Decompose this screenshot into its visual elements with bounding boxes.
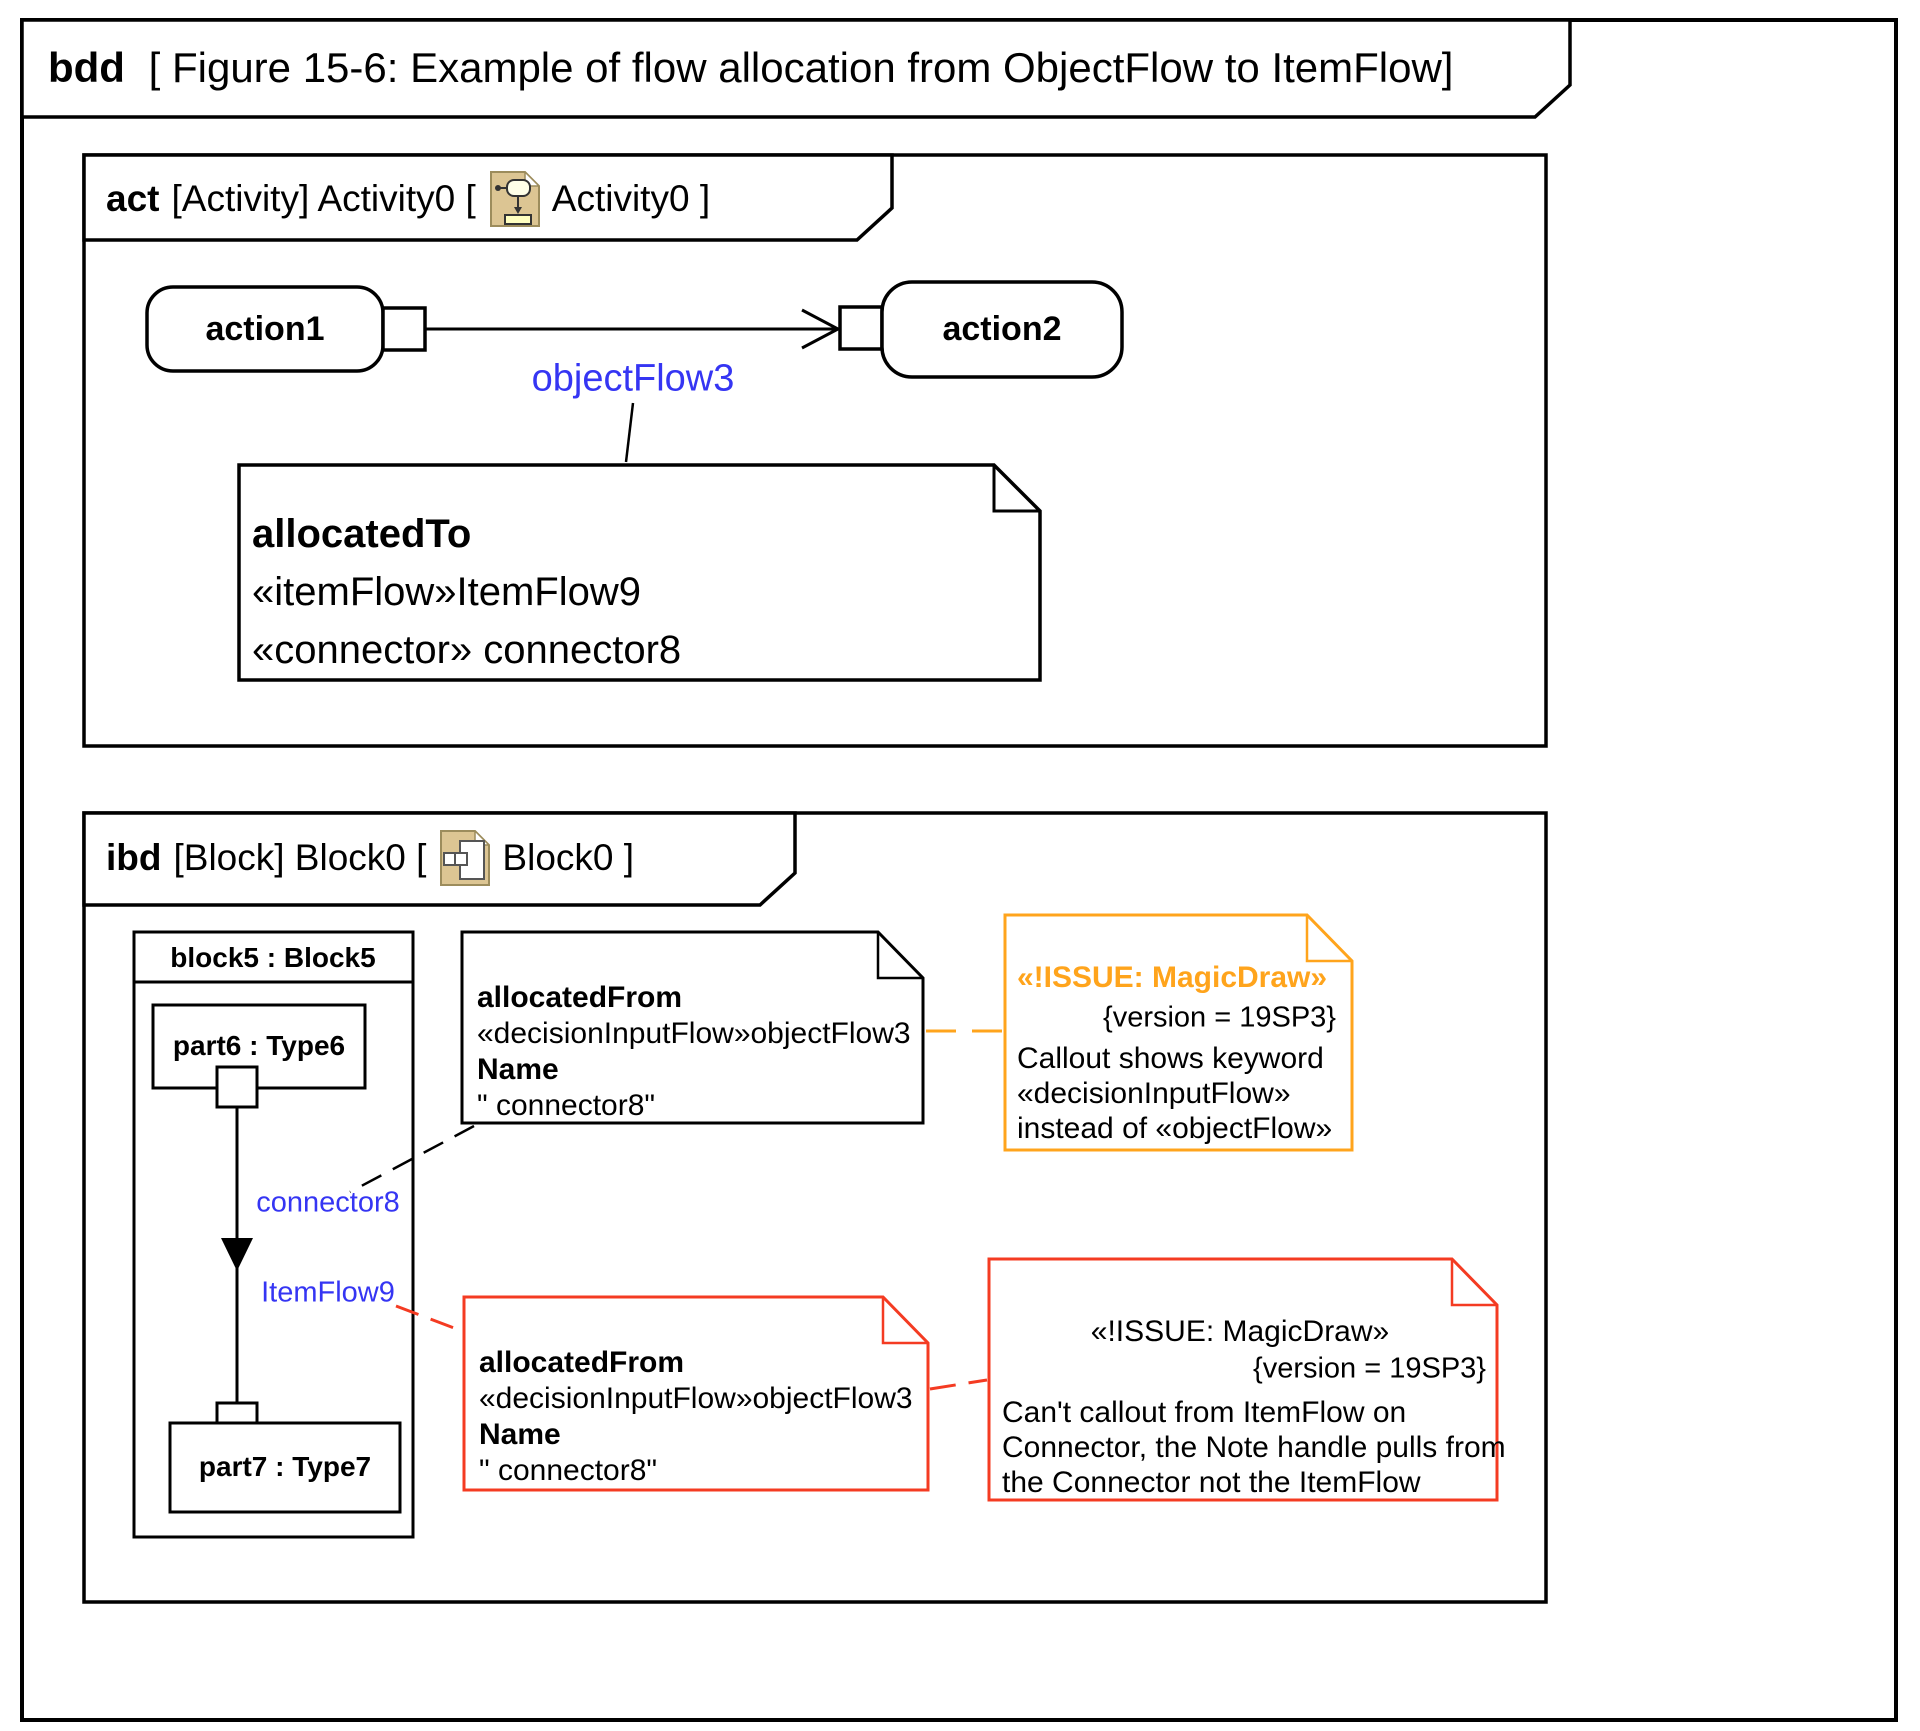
- ibd-title-prefix: [Block] Block0 [: [173, 837, 427, 878]
- allocated-to-note-text[interactable]: allocatedTo «itemFlow»ItemFlow9 «connect…: [252, 505, 681, 679]
- allocated-from-note-bottom[interactable]: [462, 1295, 930, 1492]
- objectflow3-label[interactable]: objectFlow3: [531, 357, 735, 400]
- ibd-title-suffix: Block0 ]: [502, 837, 635, 878]
- issue-red-body-line2: Connector, the Note handle pulls from: [1002, 1431, 1506, 1464]
- allocated-to-line2: «connector» connector8: [252, 628, 682, 672]
- issue-orange-body-line3: instead of «objectFlow»: [1017, 1112, 1333, 1145]
- issue-note-red-dogear: [1450, 1259, 1497, 1307]
- part6-port[interactable]: [215, 1065, 259, 1109]
- allocated-to-note[interactable]: [237, 463, 1042, 682]
- callout-line-connector8: [349, 1124, 475, 1194]
- issue-note-red[interactable]: [987, 1257, 1499, 1502]
- diagram-title-text: [ Figure 15-6: Example of flow allocatio…: [148, 44, 1454, 91]
- ibd-keyword: ibd: [106, 837, 162, 878]
- callout-line-itemflow: [395, 1304, 463, 1333]
- allocated-from-note-top[interactable]: [460, 930, 925, 1125]
- allocated-from-top-text[interactable]: allocatedFrom «decisionInputFlow»objectF…: [477, 980, 911, 1124]
- ibd-frame-title: ibd [Block] Block0 [ Block0 ]: [106, 815, 634, 901]
- block5-label[interactable]: block5 : Block5: [170, 942, 376, 973]
- allocated-from-bottom-heading: allocatedFrom: [479, 1346, 685, 1379]
- allocated-to-line1: «itemFlow»ItemFlow9: [252, 570, 642, 614]
- callout-line-red: [929, 1378, 988, 1391]
- block-diagram-icon: [440, 830, 491, 886]
- allocated-from-bottom-line1: «decisionInputFlow»objectFlow3: [479, 1382, 913, 1415]
- object-flow-arrowhead: [801, 308, 842, 350]
- issue-orange-body[interactable]: Callout shows keyword «decisionInputFlow…: [1017, 1041, 1332, 1146]
- act-frame-title: act [Activity] Activity0 [ Activity0 ]: [106, 157, 710, 240]
- act-keyword: act: [106, 177, 160, 219]
- issue-note-orange[interactable]: [1003, 913, 1354, 1152]
- part6-label[interactable]: part6 : Type6: [172, 1030, 346, 1061]
- diagram-kind-keyword: bdd: [48, 44, 125, 91]
- part7-node[interactable]: [168, 1421, 402, 1514]
- issue-orange-version: {version = 19SP3}: [1103, 1001, 1336, 1034]
- part6-node[interactable]: [151, 1003, 367, 1090]
- allocated-from-note-bottom-dogear: [881, 1297, 928, 1345]
- allocated-from-top-name-heading: Name: [477, 1053, 559, 1086]
- action2-label[interactable]: action2: [942, 310, 1062, 348]
- allocated-from-note-top-dogear: [876, 932, 923, 980]
- issue-note-orange-dogear: [1305, 915, 1352, 963]
- issue-red-title: «!ISSUE: MagicDraw»: [1090, 1315, 1390, 1348]
- ibd-frame-tab: [82, 811, 797, 907]
- issue-red-body-line1: Can't callout from ItemFlow on: [1002, 1396, 1407, 1429]
- issue-orange-body-line1: Callout shows keyword: [1017, 1042, 1324, 1075]
- itemflow-arrowhead: [221, 1238, 253, 1271]
- activity-diagram-icon: [489, 170, 540, 227]
- diagram-title: bdd [ Figure 15-6: Example of flow alloc…: [48, 40, 1453, 96]
- allocated-from-bottom-name-heading: Name: [479, 1418, 561, 1451]
- action1-output-pin[interactable]: [381, 306, 427, 352]
- allocated-from-top-line1: «decisionInputFlow»objectFlow3: [477, 1017, 911, 1050]
- allocated-to-heading: allocatedTo: [252, 512, 472, 556]
- issue-orange-title: «!ISSUE: MagicDraw»: [1016, 961, 1328, 994]
- connector8-label[interactable]: connector8: [256, 1186, 400, 1219]
- action2-input-pin[interactable]: [838, 305, 884, 351]
- issue-red-body-line3: the Connector not the ItemFlow: [1002, 1466, 1421, 1499]
- allocated-from-bottom-name-value: " connector8": [479, 1454, 658, 1487]
- bdd-frame-tab: [20, 18, 1572, 119]
- issue-red-version: {version = 19SP3}: [1253, 1352, 1486, 1385]
- action1-label[interactable]: action1: [205, 309, 325, 348]
- issue-orange-body-line2: «decisionInputFlow»: [1017, 1077, 1291, 1110]
- allocated-from-top-heading: allocatedFrom: [477, 981, 683, 1014]
- issue-red-body[interactable]: Can't callout from ItemFlow on Connector…: [1002, 1395, 1506, 1500]
- itemflow9-label[interactable]: ItemFlow9: [261, 1276, 395, 1309]
- allocated-to-note-dogear: [992, 465, 1040, 513]
- act-title-prefix: [Activity] Activity0 [: [171, 177, 476, 219]
- act-title-suffix: Activity0 ]: [551, 177, 711, 219]
- note-anchor-line: [624, 402, 635, 463]
- allocated-from-bottom-text[interactable]: allocatedFrom «decisionInputFlow»objectF…: [479, 1345, 913, 1489]
- action2-node[interactable]: [880, 280, 1124, 379]
- allocated-from-top-name-value: " connector8": [477, 1089, 656, 1122]
- part7-label[interactable]: part7 : Type7: [198, 1451, 372, 1482]
- act-frame-tab: [82, 153, 894, 242]
